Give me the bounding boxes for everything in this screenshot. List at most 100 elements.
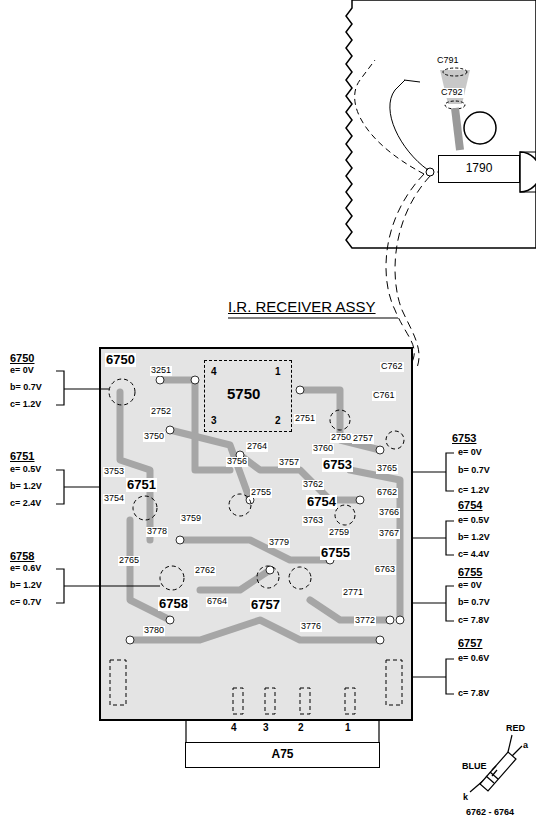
board-graphic [520,192,536,193]
board-graphic [300,688,310,714]
board-graphic [64,585,160,586]
component-label: 3765 [376,464,398,474]
board-graphic [386,174,424,362]
board-graphic [455,108,460,150]
component-label: 3251 [150,366,172,376]
board-graphic [412,676,446,677]
component-label: 3767 [378,529,400,539]
board-graphic [376,446,384,454]
voltage-note: 6758 [10,550,34,562]
board-graphic [156,376,164,384]
part-number: 5750 [227,386,260,403]
voltage-note: b= 0.7V [10,383,42,393]
board-graphic [335,505,355,525]
board-graphic [330,410,350,430]
board-graphic [464,112,496,144]
voltage-note: b= 1.2V [10,482,42,492]
component-label: 3750 [143,432,165,442]
voltage-note: 6757 [458,637,482,649]
board-graphic [346,0,536,248]
component-label: 2757 [352,434,374,444]
board-graphic [265,688,275,714]
board-graphic [386,660,402,705]
board-graphic [396,616,404,624]
voltage-note: c= 2.4V [10,499,41,509]
part-number: A75 [271,748,293,761]
board-graphic [520,152,536,153]
board-graphic [56,371,454,694]
board-graphic [345,688,355,714]
board-graphic [56,371,64,405]
voltage-note: c= 7.8V [458,689,489,699]
component-label: 3753 [103,467,125,477]
board-graphic [355,60,424,174]
voltage-note: c= 7.8V [458,616,489,626]
component-label: 2752 [150,407,172,417]
component-label: 3757 [278,458,300,468]
component-label: 2765 [118,556,140,566]
board-graphic [492,766,496,770]
component-label: 3779 [268,538,290,548]
board-graphic [443,68,467,76]
voltage-note: e= 0.5V [458,516,489,526]
component-label: 3776 [300,622,322,632]
component-label: 3762 [302,480,324,490]
pin-number: 3 [211,415,217,426]
component-label: 2759 [328,528,350,538]
board-graphic [486,776,494,783]
component-label: 3780 [143,626,165,636]
board-graphic [56,470,64,504]
component-label: C792 [440,88,464,98]
board-graphic [185,720,186,742]
voltage-note: b= 1.2V [458,533,490,543]
board-graphic [191,376,199,384]
board-graphic [512,746,522,756]
board-graphic [120,392,150,540]
voltage-note: 6750 [10,352,34,364]
board-graphic [310,600,390,620]
board-graphic [109,379,404,714]
voltage-note: e= 0V [10,366,34,376]
component-label: 3766 [378,508,400,518]
board-graphic [56,569,64,603]
voltage-note: c= 0.7V [10,598,41,608]
voltage-note: b= 1.2V [10,581,42,591]
component-label: 6753 [322,458,353,472]
voltage-note: c= 4.4V [458,550,489,560]
voltage-note: e= 0.6V [10,564,41,574]
board-graphic [492,770,497,776]
voltage-note: BLUE [462,762,487,772]
voltage-note: c= 1.2V [10,400,41,410]
component-label: 2 [297,722,305,733]
component-label: 6757 [250,598,281,612]
component-label: 2751 [294,414,316,424]
voltage-note: 6754 [458,499,482,511]
voltage-note: a [523,741,528,751]
board-graphic [126,376,404,644]
component-label: 3763 [302,516,324,526]
component-label: 6758 [158,597,189,611]
component-label: 6755 [320,546,351,560]
component-label: 1 [344,722,352,733]
board-graphic [180,540,330,560]
voltage-note: c= 1.2V [458,486,489,496]
board-graphic [160,566,184,590]
coil-outline: 57504132 [204,360,292,432]
board-graphic [356,496,364,504]
voltage-note: I.R. RECEIVER ASSY [228,299,376,316]
voltage-note: 6753 [452,432,476,444]
voltage-note: b= 0.7V [458,598,490,608]
board-graphic [289,567,311,589]
voltage-note: k [463,793,468,803]
board-graphic [412,602,446,603]
board-graphic [100,348,412,720]
board-graphic [110,660,126,705]
board-graphic [228,317,398,318]
connector-box: A75 [185,742,380,768]
component-label: C791 [436,56,460,66]
component-label: C761 [372,391,396,401]
board-graphic [508,735,512,752]
board-graphic [229,494,251,516]
board-graphic [386,616,394,624]
